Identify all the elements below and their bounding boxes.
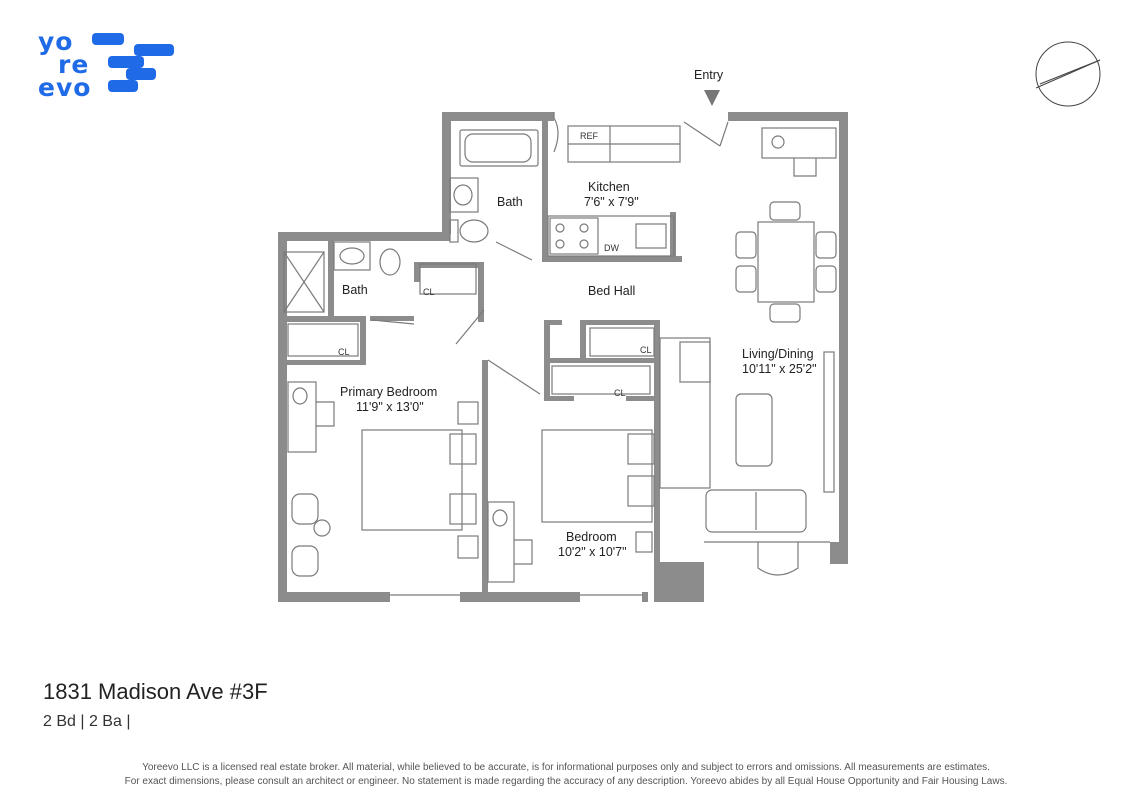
logo-bar	[108, 56, 144, 68]
entry-label: Entry	[694, 68, 724, 82]
logo-bar	[92, 33, 124, 45]
logo-bar	[134, 44, 174, 56]
primary-bedroom-label: Primary Bedroom	[340, 385, 438, 399]
left-bath-label: Bath	[342, 283, 368, 297]
entry-marker-icon	[704, 90, 720, 106]
living-dining-label: Living/Dining	[742, 347, 814, 361]
bedroom-dimensions: 10'2" x 10'7"	[558, 545, 627, 559]
logo-word-3: evo	[38, 73, 92, 102]
living-dining-dimensions: 10'11" x 25'2"	[742, 362, 817, 376]
closet-label: CL	[338, 347, 350, 357]
dishwasher-label: DW	[604, 243, 619, 253]
kitchen-dimensions: 7'6" x 7'9"	[584, 195, 639, 209]
logo-word-1: yo	[38, 27, 74, 56]
upper-bath-label: Bath	[497, 195, 523, 209]
legal-disclaimer: Yoreevo LLC is a licensed real estate br…	[40, 761, 1092, 789]
disclaimer-line: For exact dimensions, please consult an …	[124, 776, 1008, 787]
disclaimer-line: Yoreevo LLC is a licensed real estate br…	[142, 762, 990, 773]
bedroom-label: Bedroom	[566, 530, 617, 544]
logo-bar	[108, 80, 138, 92]
closet-label: CL	[423, 287, 435, 297]
listing-address: 1831 Madison Ave #3F	[43, 679, 268, 704]
floor-plan-drawing	[278, 90, 848, 602]
bed-hall-label: Bed Hall	[588, 284, 636, 298]
floor-plan: Entry REF DW Kitchen 7'6" x 7'9" Bath Ba…	[270, 62, 860, 612]
closet-label: CL	[640, 345, 652, 355]
closet-label: CL	[614, 388, 626, 398]
yoreevo-logo: yo re evo	[38, 27, 178, 102]
logo-word-2: re	[58, 50, 90, 79]
refrigerator-label: REF	[580, 131, 598, 141]
north-arrow-icon: N	[1030, 41, 1101, 107]
primary-bedroom-dimensions: 11'9" x 13'0"	[356, 400, 424, 414]
listing-specs: 2 Bd | 2 Ba |	[43, 713, 131, 730]
logo-bar	[126, 68, 156, 80]
kitchen-label: Kitchen	[588, 180, 630, 194]
